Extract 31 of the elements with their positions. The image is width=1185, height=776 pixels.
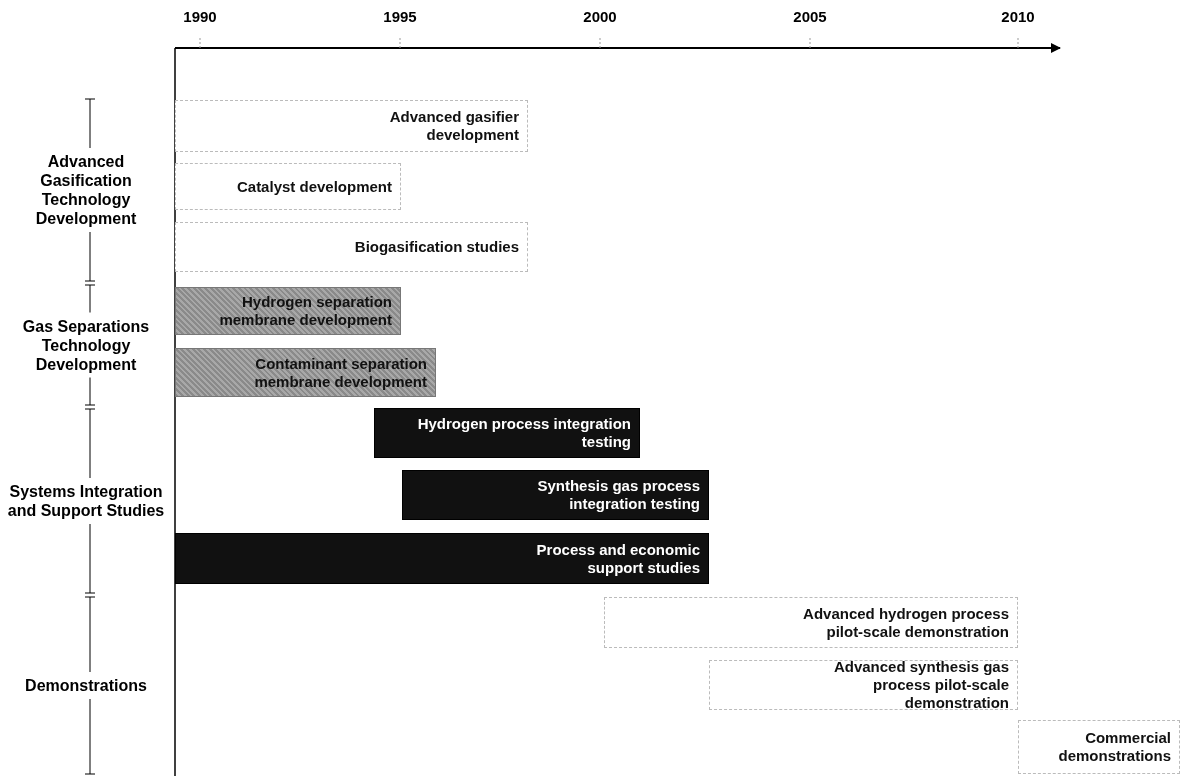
- bar-label: Hydrogen separation membrane development: [218, 293, 392, 329]
- timeline-bar: [374, 408, 640, 458]
- bar-label: Advanced synthesis gas process pilot-scale demonstration: [832, 658, 1009, 712]
- year-label: 2010: [1001, 8, 1035, 25]
- bar-label: Biogasification studies: [354, 238, 519, 256]
- year-label: 1990: [183, 8, 217, 25]
- timeline-bar: [175, 222, 528, 272]
- timeline-bar: [175, 533, 709, 584]
- group-label: Advanced Gasification Technology Development: [34, 152, 138, 228]
- timeline-bar: [175, 100, 528, 152]
- timeline-bar: [175, 287, 401, 335]
- bar-label: Catalyst development: [236, 177, 392, 196]
- group-label: Demonstrations: [24, 676, 148, 695]
- year-label: 2005: [793, 8, 827, 25]
- bar-label: Advanced gasifier development: [388, 108, 519, 144]
- bar-label: Contaminant separation membrane development: [253, 354, 427, 391]
- bar-label: Hydrogen process integration testing: [416, 415, 631, 451]
- timeline-bar: [709, 660, 1018, 710]
- year-label: 2000: [583, 8, 617, 25]
- group-label: Systems Integration and Support Studies: [6, 482, 166, 520]
- timeline-bar: [175, 163, 401, 210]
- group-label: Gas Separations Technology Development: [21, 316, 151, 374]
- timeline-bar: [175, 348, 436, 397]
- timeline-bar: [1018, 720, 1180, 774]
- timeline-bar: [604, 597, 1018, 648]
- year-label: 1995: [383, 8, 417, 25]
- bar-label: Commercial demonstrations: [1057, 729, 1171, 765]
- timeline-bar: [402, 470, 709, 520]
- bar-label: Advanced hydrogen process pilot-scale demonstration: [802, 604, 1009, 641]
- bar-label: Synthesis gas process integration testing: [536, 477, 700, 513]
- bar-label: Process and economic support studies: [535, 540, 700, 577]
